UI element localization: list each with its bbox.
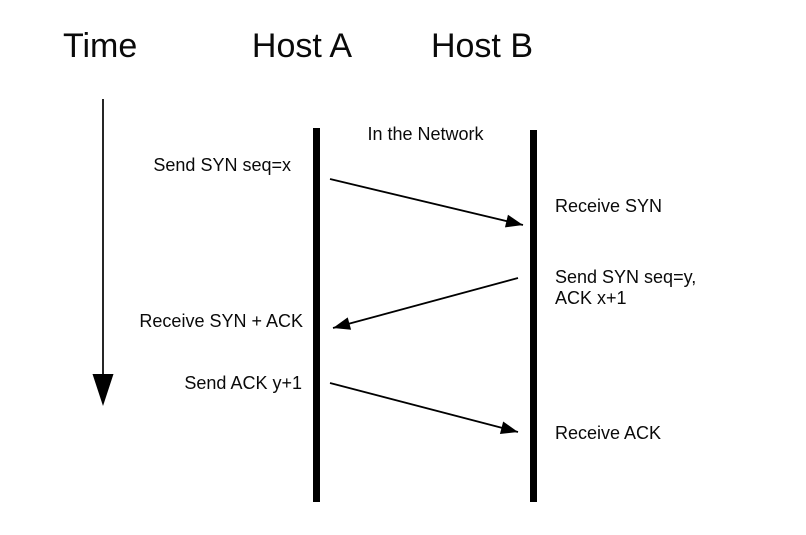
time-axis-arrow [92, 99, 114, 406]
receive-syn-ack-label: Receive SYN + ACK [139, 311, 303, 331]
syn-arrow [329, 178, 524, 228]
send-syn-label: Send SYN seq=x [153, 155, 291, 175]
send-ack-label: Send ACK y+1 [184, 373, 302, 393]
network-label: In the Network [367, 124, 484, 144]
ack-arrow [329, 382, 519, 434]
receive-syn-label: Receive SYN [555, 196, 663, 216]
host-a-label: Host A [251, 27, 353, 65]
syn-ack-arrow [332, 277, 519, 330]
send-syn-ack-label: Send SYN seq=y, ACK x+1 [555, 267, 697, 308]
receive-ack-label: Receive ACK [555, 423, 662, 443]
host-b-label: Host B [430, 27, 534, 65]
time-axis-label: Time [63, 27, 138, 65]
